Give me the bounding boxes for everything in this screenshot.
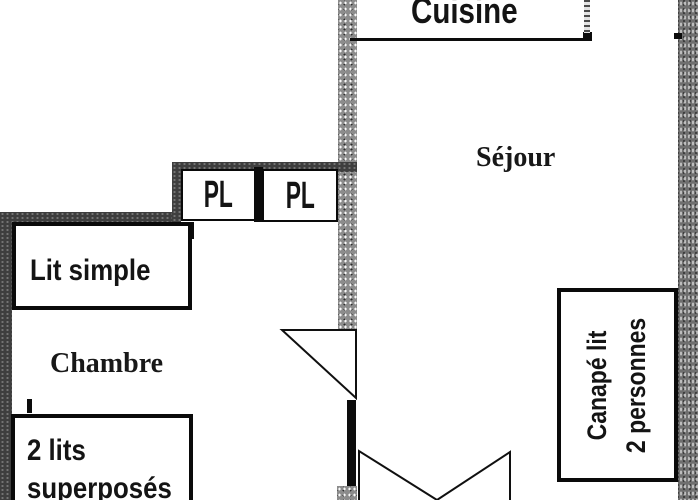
bunk-beds-label-line2: superposés: [27, 472, 172, 500]
wall-bottom-left-horizontal: [0, 212, 181, 222]
left-wall-tick: [27, 399, 32, 413]
single-bed-box: Lit simple: [12, 222, 192, 310]
wall-closet-left-vertical: [172, 162, 181, 222]
kitchen-door-dashed-icon: [584, 0, 590, 33]
room-label-chambre: Chambre: [50, 348, 164, 379]
sofa-bed-label: Canapé lit 2 personnes: [578, 288, 658, 482]
bunk-beds-label-line1: 2 lits: [27, 434, 86, 467]
closet-label-right: PL: [285, 174, 315, 217]
room-label-sejour: Séjour: [476, 142, 556, 173]
single-bed-label: Lit simple: [30, 254, 151, 287]
right-wall-tick: [674, 33, 682, 39]
kitchen-counter-line: [350, 38, 592, 41]
double-door-left-leaf-icon: [358, 449, 438, 500]
double-door-right-leaf-icon: [436, 450, 511, 500]
closet-divider-wall: [254, 167, 263, 222]
room-label-cuisine: Cuisine: [411, 0, 518, 31]
wall-center-bottom-stub: [337, 486, 357, 500]
chambre-opening-tick: [191, 222, 194, 239]
sofa-bed-label-line2: 2 personnes: [621, 317, 651, 453]
bunk-beds-label: 2 lits superposés: [27, 432, 195, 500]
closet-box-left: PL: [181, 169, 256, 221]
chambre-door-swing-icon: [279, 329, 357, 401]
wall-center-black-segment: [347, 400, 356, 487]
closet-label-left: PL: [203, 174, 234, 216]
closet-box-right: PL: [262, 169, 338, 222]
wall-right-vertical: [678, 0, 698, 500]
bunk-beds-box: 2 lits superposés: [11, 414, 193, 500]
sofa-bed-box: [557, 288, 678, 482]
sofa-bed-label-line1: Canapé lit: [582, 330, 612, 440]
wall-left-vertical: [0, 212, 12, 500]
kitchen-counter-end-cap: [583, 32, 592, 41]
wall-closet-top-horizontal: [172, 162, 357, 172]
